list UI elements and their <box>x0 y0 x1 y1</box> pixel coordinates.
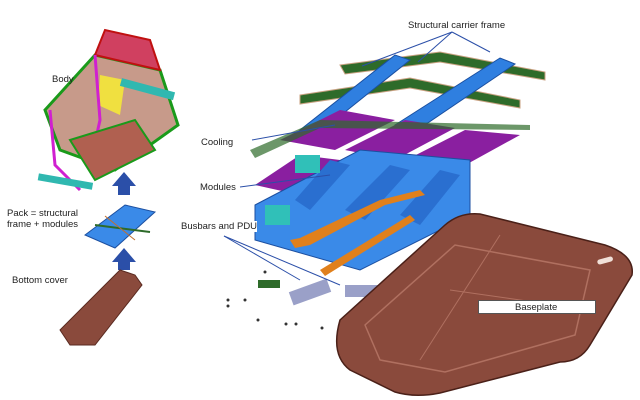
label-cooling: Cooling <box>201 137 234 148</box>
fasteners <box>226 270 324 330</box>
up-arrow-icon <box>112 248 136 270</box>
bottom-cover-small <box>59 269 143 346</box>
label-pack: Pack = structural frame + modules <box>7 208 78 230</box>
pack-small <box>84 204 157 249</box>
label-pack-line1: Pack = structural <box>7 208 79 219</box>
label-busbars-pdu: Busbars and PDU <box>181 221 258 232</box>
leader-lines <box>223 31 491 286</box>
structural-carrier-frame <box>299 51 546 141</box>
label-structural-carrier-frame: Structural carrier frame <box>408 20 506 31</box>
label-pack-line2: frame + modules <box>7 219 79 230</box>
label-baseplate: Baseplate <box>478 300 596 314</box>
busbars-and-pdu <box>258 190 425 306</box>
label-bottom-cover: Bottom cover <box>12 275 68 286</box>
car-body-frame <box>37 28 180 192</box>
label-body: Body <box>52 74 74 85</box>
label-modules: Modules <box>200 182 236 193</box>
up-arrow-icon <box>112 172 136 195</box>
